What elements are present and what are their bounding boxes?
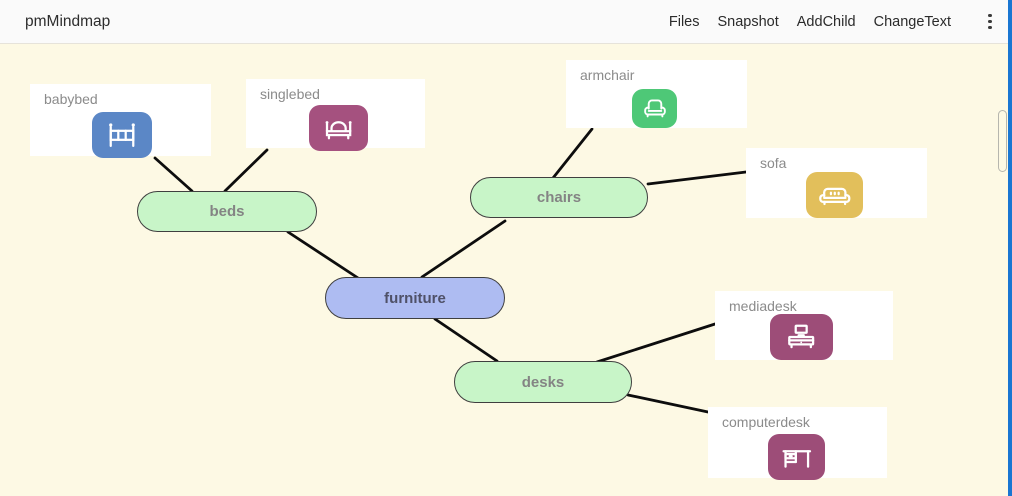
- node-furniture[interactable]: furniture: [325, 277, 505, 319]
- armchair-icon: [632, 89, 677, 128]
- menu-addchild[interactable]: AddChild: [796, 13, 856, 30]
- node-desks[interactable]: desks: [454, 361, 632, 403]
- menu-changetext[interactable]: ChangeText: [873, 13, 951, 30]
- window-right-edge: [1008, 0, 1012, 496]
- node-chairs[interactable]: chairs: [470, 177, 648, 218]
- card-label: babybed: [44, 91, 98, 107]
- edge-armchair-chairs: [551, 127, 594, 180]
- menu-snapshot[interactable]: Snapshot: [717, 13, 779, 30]
- node-sofa[interactable]: sofa: [746, 148, 927, 218]
- app-title: pmMindmap: [25, 12, 111, 30]
- node-singlebed[interactable]: singlebed: [246, 79, 425, 151]
- node-label: desks: [521, 373, 565, 391]
- node-label: beds: [209, 203, 245, 220]
- vertical-scrollbar-thumb[interactable]: [998, 110, 1007, 172]
- node-computerdesk[interactable]: computerdesk: [708, 407, 887, 480]
- edge-singlebed-beds: [223, 148, 269, 193]
- card-label: singlebed: [260, 86, 320, 102]
- node-label: furniture: [384, 289, 446, 307]
- edge-chairs-sofa: [646, 170, 748, 186]
- edge-chairs-furniture: [420, 219, 507, 279]
- edge-babybed-beds: [153, 156, 194, 193]
- edge-desks-mediadesk: [595, 322, 717, 364]
- node-mediadesk[interactable]: mediadesk: [715, 291, 893, 360]
- computer-desk-icon: [768, 434, 825, 480]
- mindmap-canvas: furniture beds chairs desks babybed singlebed…: [0, 44, 1012, 496]
- edge-furniture-desks: [433, 317, 499, 363]
- card-label: armchair: [580, 67, 635, 83]
- node-beds[interactable]: beds: [137, 191, 317, 232]
- edge-desks-computerdesk: [626, 393, 710, 414]
- app-toolbar: pmMindmap Files Snapshot AddChild Change…: [0, 0, 1012, 44]
- menu-files[interactable]: Files: [668, 13, 700, 30]
- node-armchair[interactable]: armchair: [566, 60, 747, 128]
- edge-beds-furniture: [286, 230, 360, 280]
- card-label: computerdesk: [722, 414, 810, 430]
- card-label: mediadesk: [729, 298, 797, 314]
- node-label: chairs: [536, 189, 582, 206]
- baby-crib-icon: [92, 112, 152, 158]
- node-babybed[interactable]: babybed: [30, 84, 211, 158]
- toolbar-menu: Files Snapshot AddChild ChangeText: [669, 13, 998, 31]
- more-options-icon[interactable]: [982, 13, 998, 31]
- media-desk-icon: [770, 314, 833, 360]
- single-bed-icon: [309, 105, 368, 151]
- card-label: sofa: [760, 155, 787, 171]
- sofa-icon: [806, 172, 863, 218]
